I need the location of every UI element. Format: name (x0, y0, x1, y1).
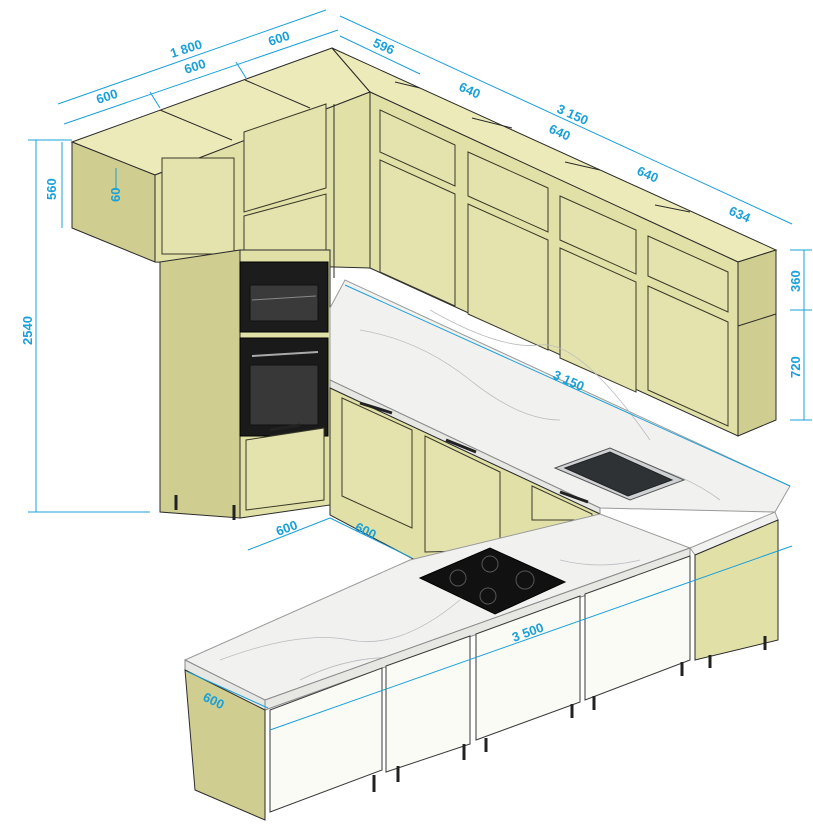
upper-right-top-seam (394, 81, 421, 89)
dim-line-upper-right (339, 15, 793, 225)
upper-right-door-u3[interactable] (559, 195, 637, 275)
dim-upper-left-c: 600 (266, 28, 291, 49)
dim-line-peninsula-depth (187, 671, 269, 709)
dim-wall-cab-height: 560 (44, 178, 59, 200)
dim-upper-right-e: 634 (727, 203, 754, 226)
sink-icon (553, 447, 686, 501)
dim-corner-depth-a: 600 (274, 517, 300, 539)
microwave-oven-icon (239, 261, 329, 333)
peninsula-door-1[interactable] (269, 667, 383, 813)
peninsula-door-4[interactable] (584, 555, 691, 701)
upper-right-door-u2[interactable] (467, 151, 549, 233)
cooktop-icon (418, 547, 567, 615)
back-counter (329, 279, 791, 561)
dim-upper-left-b: 600 (182, 56, 207, 77)
upper-left-top-seam-2 (244, 79, 311, 109)
upper-right-end-split (737, 313, 777, 327)
door-handle[interactable] (559, 490, 589, 504)
upper-right-top-seam (471, 117, 513, 129)
upper-right-top-seam (654, 204, 691, 213)
upper-right-door-l1[interactable] (379, 159, 456, 307)
oven-icon (239, 337, 329, 437)
tall-column-side (159, 249, 241, 519)
tall-oven-column (159, 249, 331, 520)
dim-line-upper-left-parts (63, 29, 339, 125)
right-end-side (694, 519, 779, 661)
upper-right-end-panel (737, 249, 777, 437)
dim-tick (149, 91, 161, 109)
door-handle[interactable] (445, 438, 477, 454)
dimension-lines (28, 9, 812, 731)
drawer-handle[interactable] (269, 423, 301, 432)
dim-overhang-depth: 60 (108, 188, 123, 202)
dim-upper-right-d: 640 (635, 163, 661, 186)
dim-upper-right-a: 596 (371, 35, 397, 58)
right-end-base (689, 511, 779, 668)
peninsula-end-panel (184, 669, 266, 821)
marble-vein (559, 559, 641, 566)
upper-right-door-u1[interactable] (379, 109, 456, 187)
dim-upper-left-a: 600 (94, 86, 119, 107)
dim-right-upper-height: 360 (788, 270, 803, 292)
peninsula-door-2[interactable] (385, 635, 471, 773)
marble-vein (359, 329, 561, 421)
dim-right-lower-height: 720 (788, 356, 803, 378)
dim-line-596 (339, 35, 421, 75)
upper-left-top-seam-1 (159, 109, 233, 141)
upper-right-cabinets (331, 47, 778, 437)
dim-line-counter-back (344, 284, 791, 487)
upper-left-door-1[interactable] (161, 157, 235, 255)
door-handle[interactable] (359, 401, 393, 415)
dim-line-upper-total-left (57, 9, 327, 105)
marble-vein (429, 309, 651, 441)
upper-right-door-u4[interactable] (647, 235, 729, 313)
upper-right-door-l4[interactable] (647, 285, 729, 427)
peninsula (183, 513, 692, 821)
marble-vein (219, 599, 461, 661)
dim-line-corner-b (329, 517, 413, 559)
peninsula-door-3[interactable] (475, 595, 581, 741)
dim-tick (235, 61, 247, 79)
tall-column-drawer[interactable] (245, 427, 325, 511)
dim-line-peninsula-length (269, 545, 793, 731)
upper-left-door-2[interactable] (243, 103, 327, 213)
upper-right-door-l3[interactable] (559, 247, 637, 393)
upper-right-top-seam (564, 161, 601, 171)
upper-right-door-l2[interactable] (467, 203, 549, 351)
dim-upper-right-c: 640 (547, 121, 573, 144)
dim-total-height: 2540 (20, 316, 35, 345)
back-base-door-1[interactable] (341, 397, 413, 529)
upper-left-cabinets (70, 47, 371, 278)
dim-line-corner-a (247, 517, 331, 551)
dim-upper-right-b: 640 (457, 79, 483, 102)
